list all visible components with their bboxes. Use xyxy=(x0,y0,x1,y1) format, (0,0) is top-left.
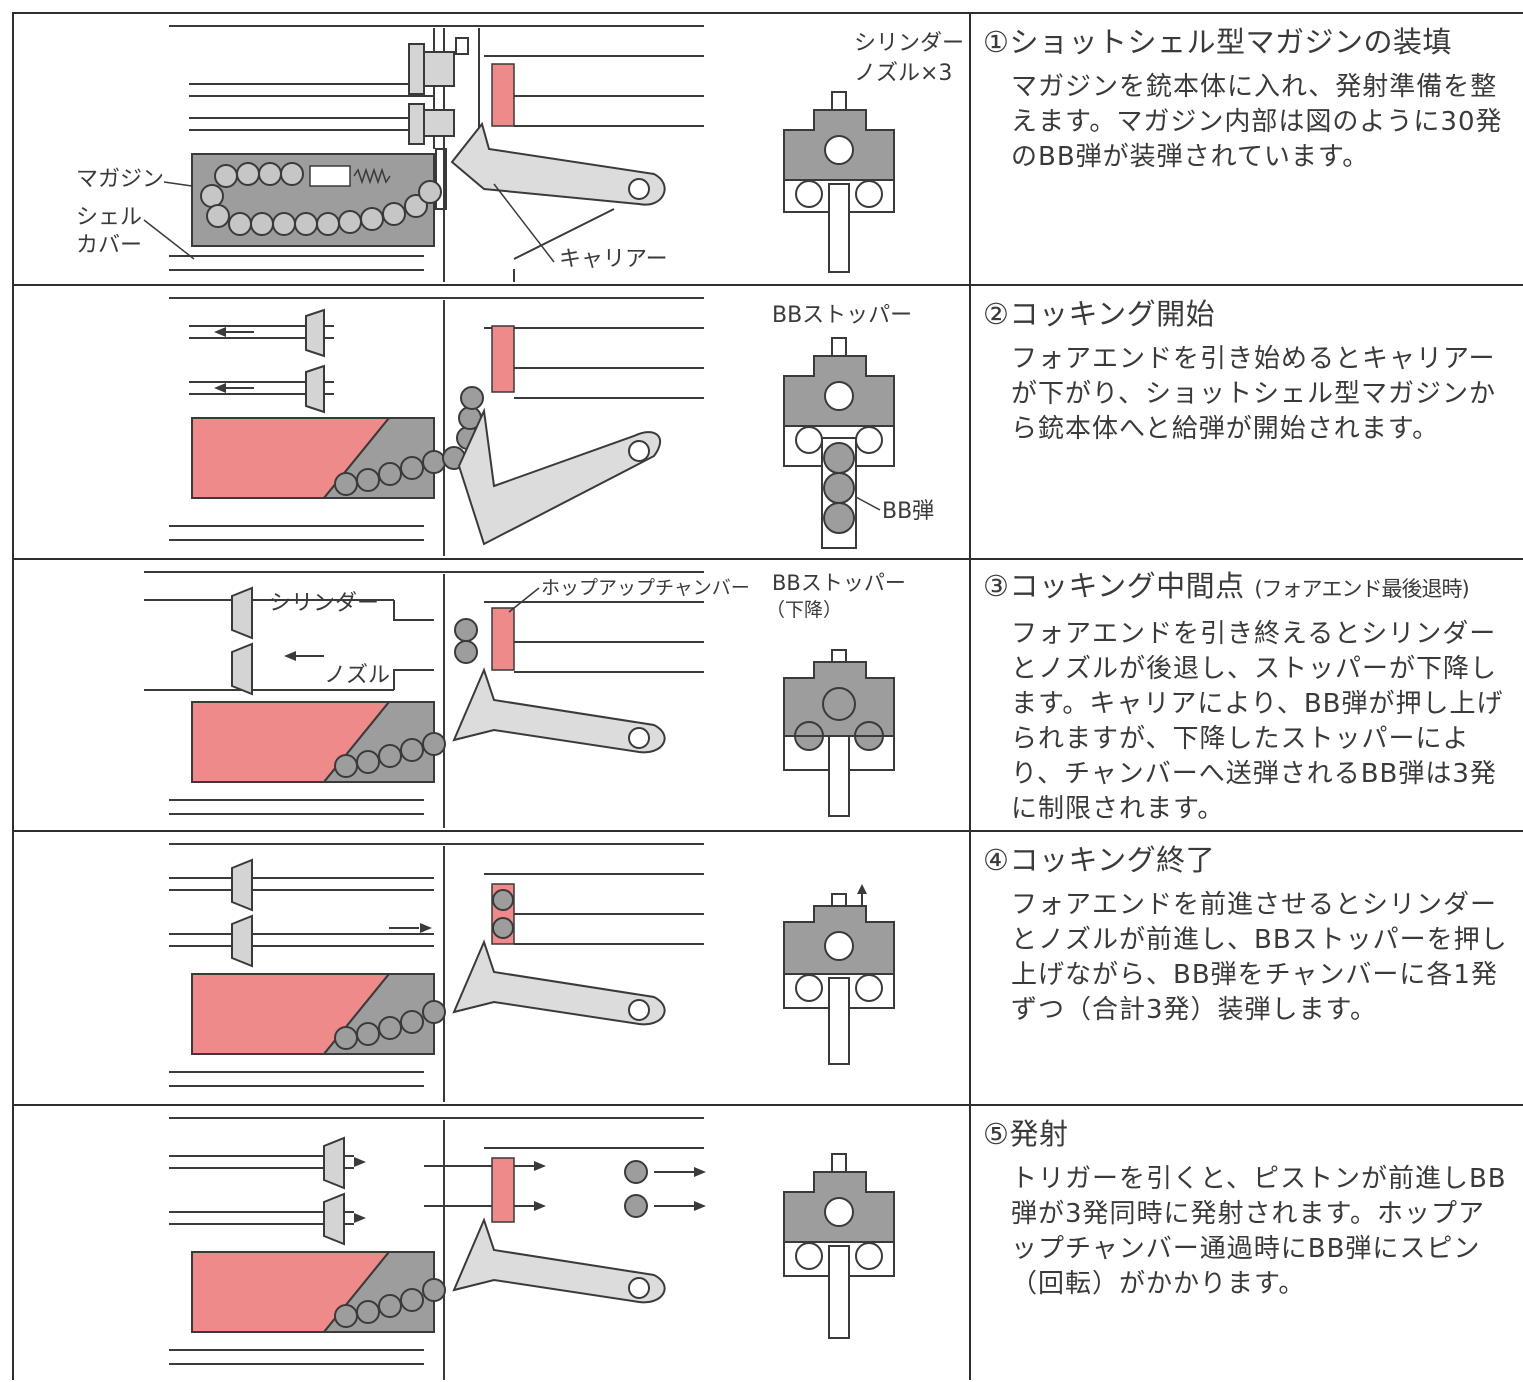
label-bb-stopper-down-1: BBストッパー xyxy=(772,571,906,595)
end-view-5 xyxy=(783,1153,895,1339)
step-4-text: ④コッキング終了 フォアエンドを前進させるとシリンダーとノズルが前進し、BBスト… xyxy=(983,842,1518,1028)
step-2-diagram: BBストッパー BB弾 xyxy=(169,297,934,556)
label-cyl-nozzle-1: シリンダー xyxy=(854,31,964,56)
step-row-4 xyxy=(12,830,1523,1104)
label-carrier: キャリアー xyxy=(559,247,668,272)
step-2-text: ②コッキング開始 フォアエンドを引き始めるとキャリアーが下がり、ショットシェル型… xyxy=(983,296,1518,447)
step-4-body: フォアエンドを前進させるとシリンダーとノズルが前進し、BBストッパーを押し上げな… xyxy=(1011,890,1508,1025)
label-hopup-chamber: ホップアップチャンバー xyxy=(541,577,750,599)
step-3-title: ③コッキング中間点 (フォアエンド最後退時) xyxy=(983,568,1518,607)
left-border xyxy=(12,12,14,1380)
step-4-title: ④コッキング終了 xyxy=(983,843,1216,877)
end-view-2 xyxy=(783,337,895,549)
step-3-body: フォアエンドを引き終えるとシリンダーとノズルが後退し、ストッパーが下降します。キ… xyxy=(1011,619,1504,824)
label-cylinder: シリンダー xyxy=(269,591,379,616)
step-1-body: マガジンを銃本体に入れ、発射準備を整えます。マガジン内部は図のように30発のBB… xyxy=(1011,72,1503,172)
step-row-3 xyxy=(12,558,1523,830)
step-3-title-main: ③コッキング中間点 xyxy=(983,569,1245,603)
label-shell-cover-2: カバー xyxy=(76,233,142,258)
label-bb-stopper: BBストッパー xyxy=(772,303,912,328)
label-bb-stopper-down-2: （下降） xyxy=(766,599,842,621)
step-1-text: ①ショットシェル型マガジンの装填 マガジンを銃本体に入れ、発射準備を整えます。マ… xyxy=(983,24,1518,175)
step-5-text: ⑤発射 トリガーを引くと、ピストンが前進しBB弾が3発同時に発射されます。ホップ… xyxy=(983,1116,1518,1302)
step-3-title-note: (フォアエンド最後退時) xyxy=(1254,577,1469,601)
step-row-2 xyxy=(12,284,1523,558)
label-magazine: マガジン xyxy=(76,167,164,192)
step-row-1 xyxy=(12,12,1523,284)
end-view-1 xyxy=(783,91,895,273)
step-2-title: ②コッキング開始 xyxy=(983,297,1216,331)
label-nozzle: ノズル xyxy=(324,663,390,688)
step-3-diagram: シリンダー ノズル ホップアップチャンバー BBストッパー （下降） xyxy=(144,571,906,828)
column-divider xyxy=(969,12,971,1380)
label-shell-cover-1: シェル xyxy=(76,205,142,230)
step-1-diagram: マガジン シェル カバー キャリアー シリンダー ノズル×3 xyxy=(76,25,964,282)
step-2-body: フォアエンドを引き始めるとキャリアーが下がり、ショットシェル型マガジンから銃本体… xyxy=(1011,344,1496,444)
step-5-diagram xyxy=(169,1117,895,1380)
step-5-body: トリガーを引くと、ピストンが前進しBB弾が3発同時に発射されます。ホップアップチ… xyxy=(1011,1164,1507,1299)
step-5-title: ⑤発射 xyxy=(983,1117,1069,1151)
end-view-3 xyxy=(783,649,895,817)
step-4-diagram xyxy=(169,843,895,1102)
end-view-4 xyxy=(783,884,895,1065)
step-1-title: ①ショットシェル型マガジンの装填 xyxy=(983,25,1452,59)
label-cyl-nozzle-2: ノズル×3 xyxy=(854,61,952,86)
label-bb: BB弾 xyxy=(882,499,934,524)
step-row-5 xyxy=(12,1104,1523,1382)
step-3-text: ③コッキング中間点 (フォアエンド最後退時) フォアエンドを引き終えるとシリンダ… xyxy=(983,568,1518,827)
